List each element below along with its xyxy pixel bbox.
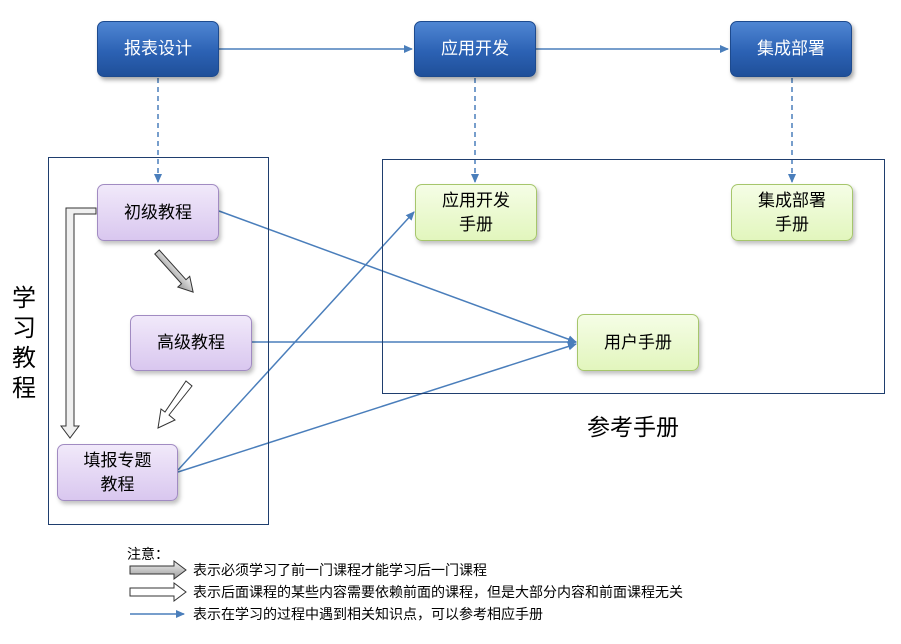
advanced-tutorial-label: 高级教程 <box>157 333 225 353</box>
prerequisite-arrow-beginner-to-advanced <box>154 249 194 293</box>
legend-item-reference: 表示在学习的过程中遇到相关知识点，可以参考相应手册 <box>193 607 543 623</box>
user-manual-node: 用户手册 <box>577 314 699 371</box>
integration-deploy-node: 集成部署 <box>730 21 852 77</box>
fill-report-tutorial-node: 填报专题 教程 <box>57 444 178 501</box>
reference-group-frame <box>382 159 885 394</box>
report-design-label: 报表设计 <box>124 39 192 59</box>
ref-arrow-fill-to-appdev-manual <box>177 211 415 471</box>
app-dev-manual-line: 手册 <box>459 214 493 235</box>
legend-item-prerequisite: 表示必须学习了前一门课程才能学习后一门课程 <box>193 563 487 579</box>
user-manual-label: 用户手册 <box>604 332 672 353</box>
app-dev-manual-node: 应用开发 手册 <box>415 184 537 241</box>
dependency-arrow-advanced-to-fill <box>157 380 193 429</box>
deploy-manual-line: 手册 <box>775 214 809 235</box>
learning-label-char: 教 <box>12 344 36 372</box>
reference-group-title: 参考手册 <box>587 415 679 441</box>
legend-gray-arrow <box>129 560 187 580</box>
ref-arrow-beginner-to-user-manual <box>218 210 577 343</box>
integration-deploy-label: 集成部署 <box>757 39 825 59</box>
fill-report-tutorial-line: 填报专题 <box>83 450 152 471</box>
beginner-tutorial-label: 初级教程 <box>124 202 192 223</box>
prerequisite-arrow-beginner-to-fill <box>60 207 97 439</box>
learning-group-label: 学 习 教 程 <box>8 283 40 403</box>
legend-item-dependency: 表示后面课程的某些内容需要依赖前面的课程，但是大部分内容和前面课程无关 <box>193 585 683 601</box>
deploy-manual-line: 集成部署 <box>758 190 826 211</box>
ref-arrow-fill-to-user-manual <box>177 342 577 473</box>
legend-title: 注意： <box>127 547 169 563</box>
learning-label-char: 程 <box>12 374 36 402</box>
report-design-node: 报表设计 <box>97 21 219 77</box>
learning-group-frame <box>48 157 269 525</box>
app-dev-manual-line: 应用开发 <box>442 190 510 211</box>
advanced-tutorial-node: 高级教程 <box>130 315 252 371</box>
legend-white-arrow <box>129 582 187 602</box>
app-dev-node: 应用开发 <box>414 21 536 77</box>
fill-report-tutorial-line: 教程 <box>100 474 135 495</box>
learning-label-char: 习 <box>12 314 36 342</box>
deploy-manual-node: 集成部署 手册 <box>731 184 853 241</box>
beginner-tutorial-node: 初级教程 <box>97 184 219 241</box>
app-dev-label: 应用开发 <box>441 39 509 59</box>
learning-label-char: 学 <box>12 284 36 312</box>
